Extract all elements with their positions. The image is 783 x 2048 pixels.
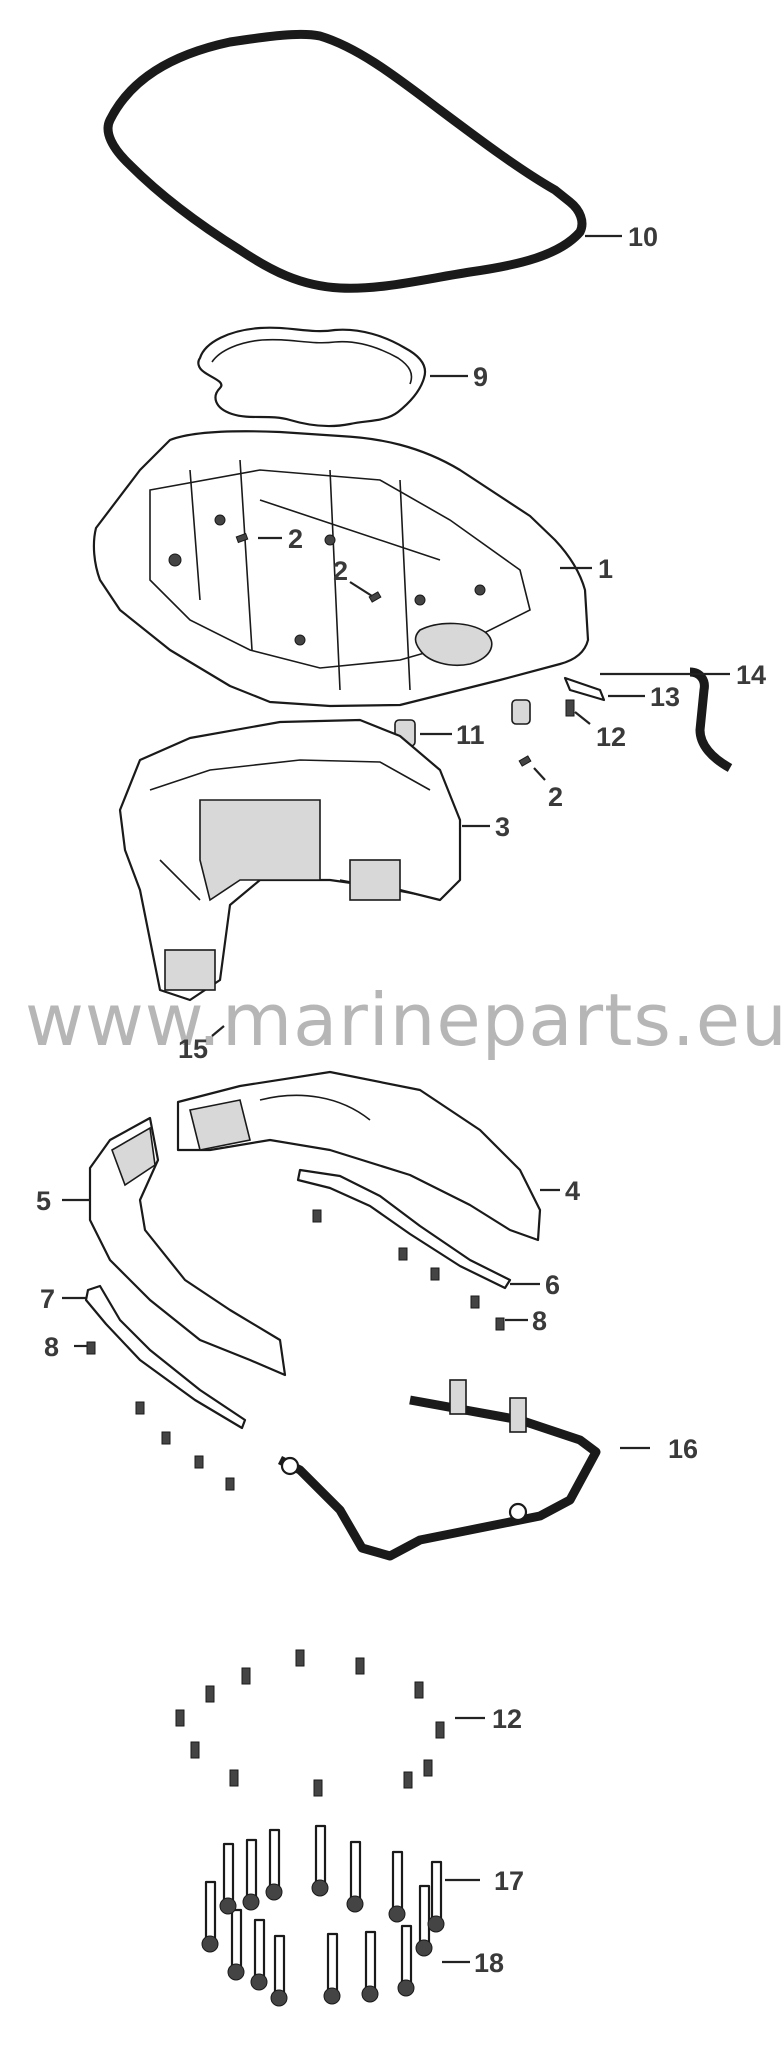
callout-2b: 2 (333, 556, 348, 586)
callout-12a: 12 (596, 722, 626, 752)
part-2-screw-b (368, 591, 382, 603)
part-16-frame (277, 1379, 601, 1561)
callout-15: 15 (178, 1034, 208, 1064)
leader-lines (62, 234, 730, 1964)
part-14-hose (689, 667, 733, 772)
part-4-panel (176, 1070, 542, 1242)
callout-12b: 12 (492, 1704, 522, 1734)
part-10-seal (103, 29, 587, 293)
watermark-text: www.marineparts.eu (25, 978, 783, 1062)
part-7-strip (84, 1284, 247, 1430)
callout-10: 10 (628, 222, 658, 252)
part-5-panel (88, 1116, 287, 1377)
part-18-washers (201, 1879, 445, 2007)
part-12-screw-ring (175, 1649, 445, 1797)
callout-13: 13 (650, 682, 680, 712)
part-1-tray (92, 430, 590, 708)
part-8-screws (86, 1209, 505, 1491)
callout-18: 18 (474, 1948, 504, 1978)
callout-8b: 8 (44, 1332, 59, 1362)
part-6-strip (296, 1168, 512, 1290)
part-12-pin (565, 699, 575, 717)
callout-16: 16 (668, 1434, 698, 1464)
callout-2a: 2 (288, 524, 303, 554)
part-13-fitting (563, 676, 606, 702)
callout-3: 3 (495, 812, 510, 842)
callout-labels: 10 9 2 2 1 14 13 12 11 2 3 15 4 5 6 7 8 … (36, 222, 766, 1978)
callout-7: 7 (40, 1284, 55, 1314)
callout-5: 5 (36, 1186, 51, 1216)
part-9-gasket (197, 326, 427, 428)
callout-17: 17 (494, 1866, 524, 1896)
callout-4: 4 (565, 1176, 580, 1206)
part-2-screw-a (235, 532, 249, 544)
callout-2c: 2 (548, 782, 563, 812)
callout-9: 9 (473, 362, 488, 392)
callout-11: 11 (456, 720, 485, 750)
part-3-housing (118, 718, 462, 1002)
callout-6: 6 (545, 1270, 560, 1300)
callout-8a: 8 (532, 1306, 547, 1336)
callout-14: 14 (736, 660, 766, 690)
callout-1: 1 (598, 554, 613, 584)
part-2-screw-c (518, 755, 532, 767)
